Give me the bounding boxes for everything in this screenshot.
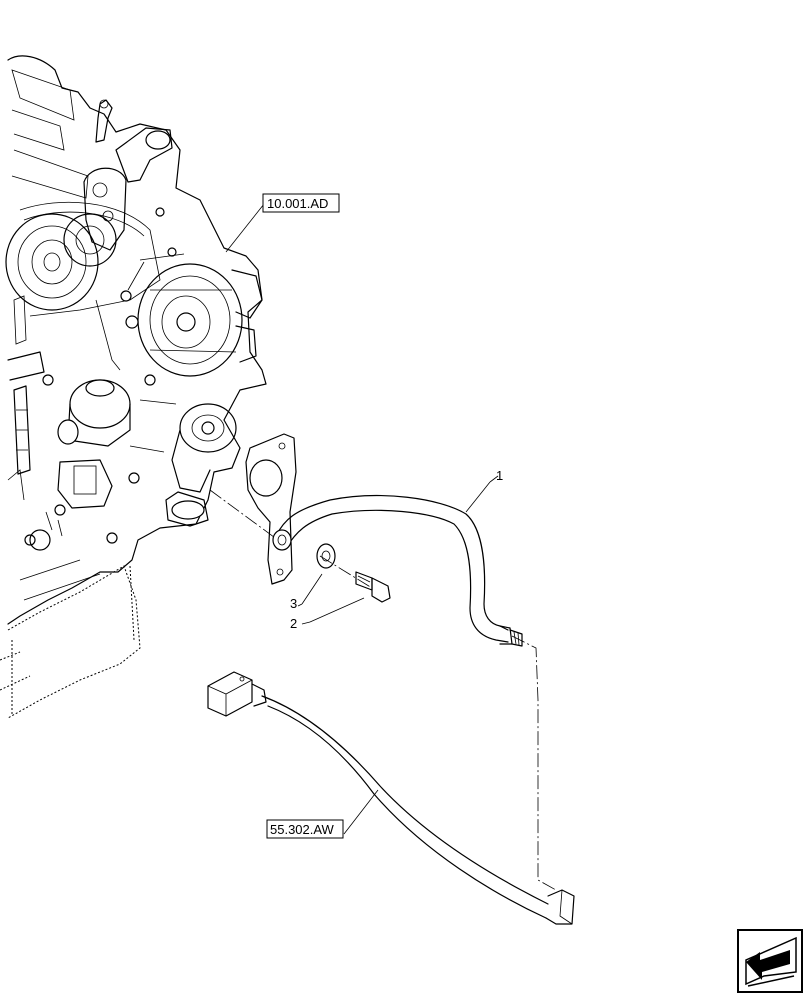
callout-label-3: 3 <box>290 596 297 611</box>
bolt-part-2 <box>309 571 391 623</box>
callout-item-2: 2 <box>290 616 311 631</box>
ref-box-engine[interactable]: 10.001.AD <box>262 193 340 213</box>
alignment-line-washer <box>319 555 373 589</box>
ref-label-harness: 55.302.AW <box>270 822 335 837</box>
callout-label-2: 2 <box>290 616 297 631</box>
arrow-back-icon[interactable] <box>737 929 803 993</box>
ground-cable-part-1 <box>272 481 523 647</box>
alignment-line-harness <box>511 635 557 891</box>
engine-assembly <box>0 55 267 719</box>
ref-box-harness[interactable]: 55.302.AW <box>266 819 344 839</box>
gasket <box>245 433 297 585</box>
ref-label-engine: 10.001.AD <box>267 196 328 211</box>
callout-item-3: 3 <box>290 596 303 611</box>
wiring-harness <box>207 671 575 925</box>
alignment-line-bolt <box>209 489 279 541</box>
washer-part-3 <box>301 543 336 605</box>
callout-label-1: 1 <box>496 468 503 483</box>
callout-item-1: 1 <box>489 468 503 483</box>
